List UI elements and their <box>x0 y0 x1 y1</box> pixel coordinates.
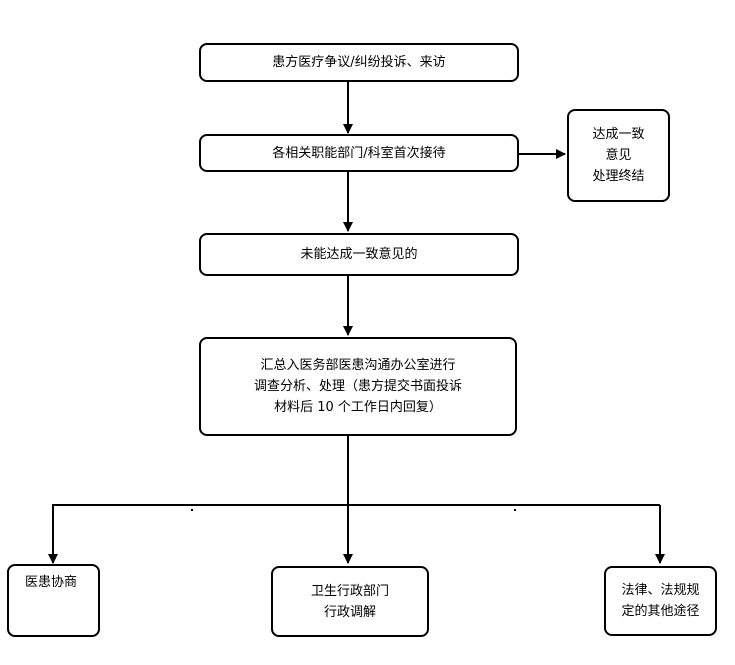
node-not-agreed: 未能达成一致意见的 <box>199 233 519 276</box>
node-negotiation: 医患协商 <box>7 564 100 637</box>
node-summary: 汇总入医务部医患沟通办公室进行 调查分析、处理（患方提交书面投诉 材料后 10 … <box>199 337 517 436</box>
node-text: 达成一致 <box>592 127 645 142</box>
node-text: 各相关职能部门/科室首次接待 <box>272 145 446 161</box>
node-complaint: 患方医疗争议/纠纷投诉、来访 <box>199 43 519 82</box>
stray-dot <box>514 509 516 511</box>
node-resolved: 达成一致 意见 处理终结 <box>567 109 670 202</box>
node-legal: 法律、法规规 定的其他途径 <box>604 566 717 636</box>
node-text: 患方医疗争议/纠纷投诉、来访 <box>272 55 446 70</box>
node-text: 法律、法规规 <box>621 583 700 598</box>
node-text: 医患协商 <box>25 575 78 590</box>
node-text: 行政调解 <box>323 604 376 620</box>
stray-dot <box>191 509 193 511</box>
node-text: 材料后 10 个工作日内回复） <box>274 400 442 415</box>
node-text: 意见 <box>605 148 632 163</box>
node-mediation: 卫生行政部门 行政调解 <box>271 566 429 637</box>
node-first-reception: 各相关职能部门/科室首次接待 <box>199 134 519 172</box>
node-text: 调查分析、处理（患方提交书面投诉 <box>253 379 462 394</box>
node-text: 汇总入医务部医患沟通办公室进行 <box>260 358 456 373</box>
node-text: 处理终结 <box>592 169 645 184</box>
node-text: 未能达成一致意见的 <box>300 247 418 262</box>
node-text: 卫生行政部门 <box>310 583 389 599</box>
node-text: 定的其他途径 <box>621 604 700 619</box>
